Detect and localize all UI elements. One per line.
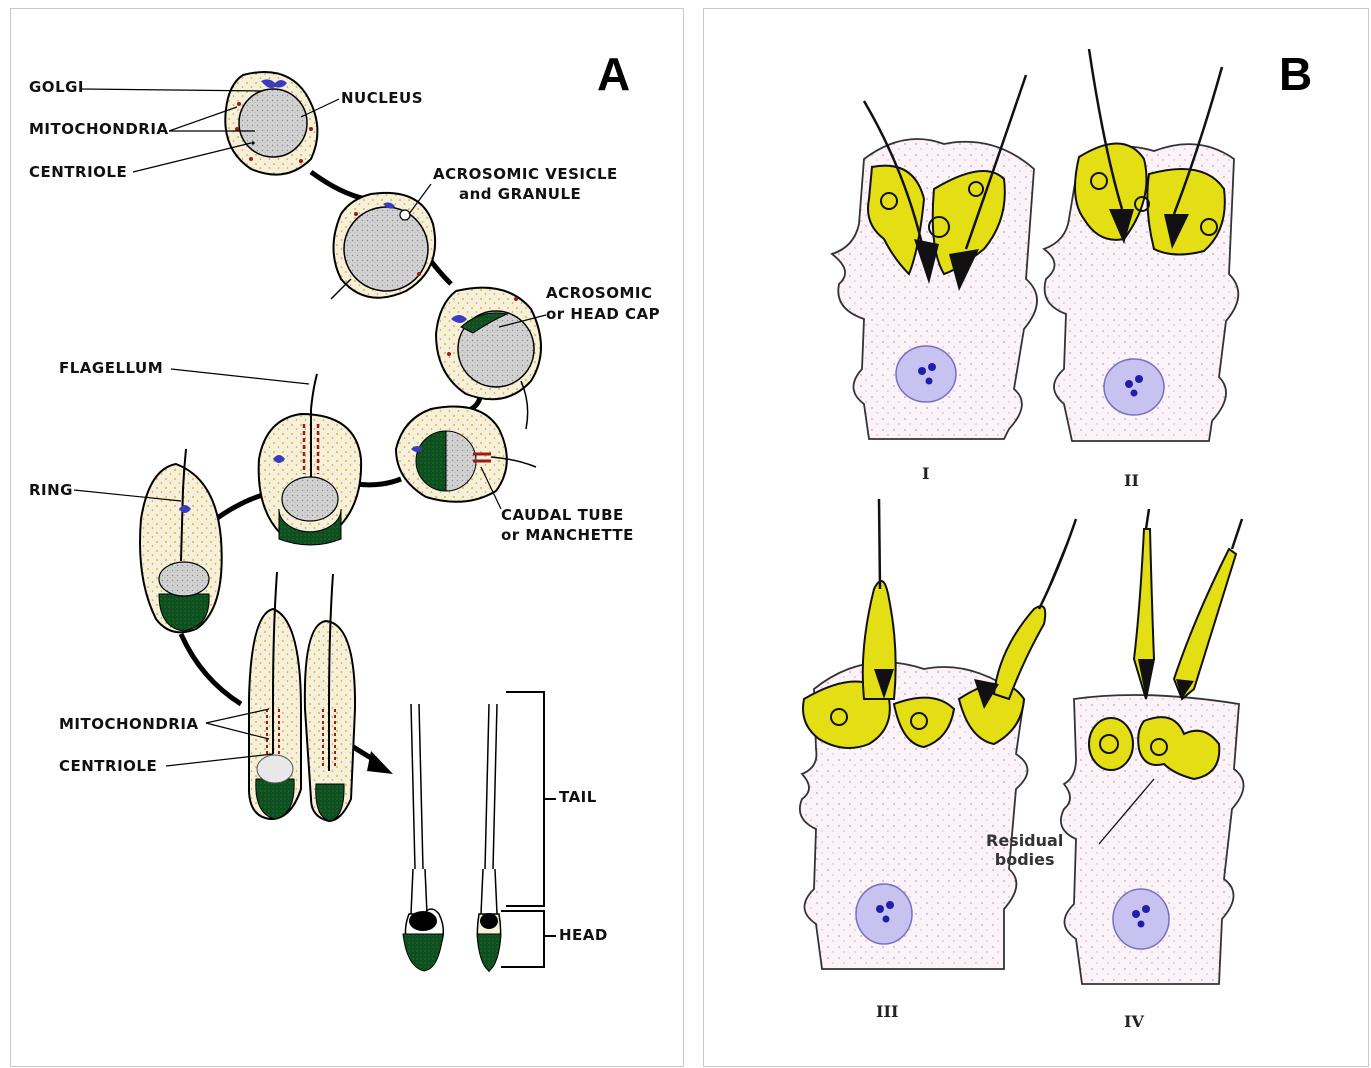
label-manchette: or MANCHETTE [501,526,634,544]
spermiation-diagram [704,9,1370,1068]
stage-2-sertoli [1044,49,1238,441]
stage-label-2: II [1124,471,1139,490]
stage-3-sertoli [800,499,1076,969]
label-ring: RING [29,481,73,499]
label-head: HEAD [559,926,608,944]
cell-stage-4 [396,407,536,502]
label-residual-bodies: Residual bodies [986,831,1063,869]
label-tail: TAIL [559,788,597,806]
label-mitochondria-bottom: MITOCHONDRIA [59,715,199,733]
stage-label-4: IV [1124,1012,1144,1031]
cell-stage-2 [331,193,435,299]
label-acrosomic-granule: and GRANULE [459,185,581,203]
label-bodies: bodies [986,850,1063,869]
stage-1-sertoli [832,75,1037,439]
cell-stage-8 [305,574,355,821]
stage-label-1: I [922,464,929,483]
label-centriole-top: CENTRIOLE [29,163,127,181]
stage-4-sertoli [1061,509,1244,984]
cell-stage-5 [259,374,361,545]
label-flagellum: FLAGELLUM [59,359,163,377]
panel-b-spermiation: B [703,8,1369,1067]
mature-sperm-1 [403,704,443,971]
label-centriole-bottom: CENTRIOLE [59,757,157,775]
cell-stage-6 [140,449,222,632]
label-acrosomic-vesicle: ACROSOMIC VESICLE [433,165,618,183]
cell-stage-1 [225,72,317,175]
stage-label-3: III [876,1002,898,1021]
mature-sperm-2 [477,704,501,971]
label-acrosomic: ACROSOMIC [546,284,653,302]
label-caudal-tube: CAUDAL TUBE [501,506,624,524]
label-residual: Residual [986,831,1063,850]
label-golgi: GOLGI [29,78,84,96]
label-head-cap: or HEAD CAP [546,305,660,323]
label-mitochondria-top: MITOCHONDRIA [29,120,169,138]
label-nucleus: NUCLEUS [341,89,423,107]
panel-a-spermiogenesis: A [10,8,684,1067]
cell-stage-7 [249,572,301,819]
